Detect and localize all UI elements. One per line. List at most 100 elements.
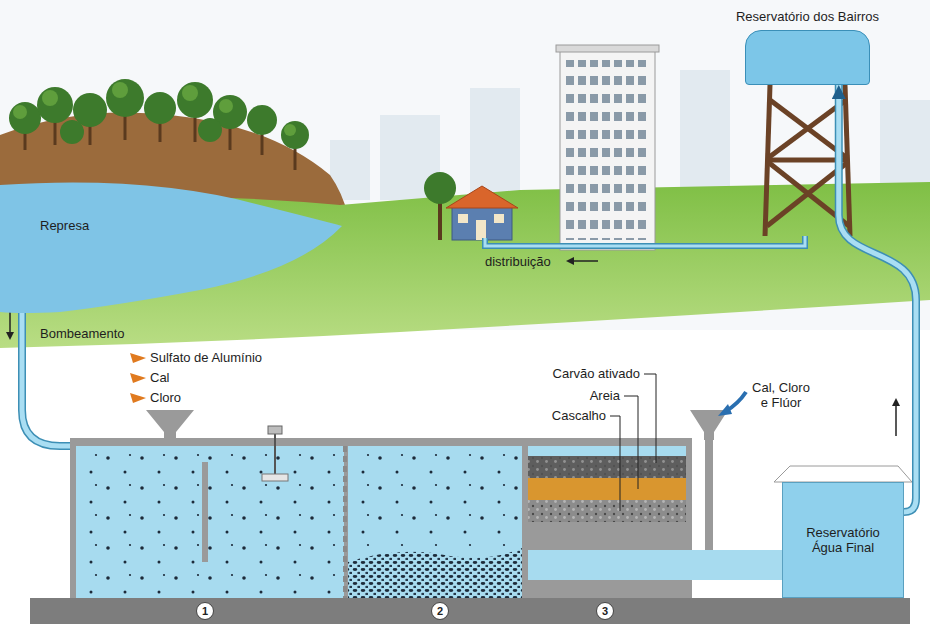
reservoir-roof (774, 466, 912, 482)
trees (9, 79, 309, 170)
treatment-plant (274, 430, 276, 476)
treatment-plant (76, 446, 344, 598)
treatment-plant (343, 446, 347, 598)
trees (9, 79, 309, 149)
building (566, 60, 650, 240)
lake-shape (0, 170, 345, 320)
treatment-plant (528, 456, 686, 478)
treatment-plant (202, 462, 208, 562)
lake: Represa (0, 170, 345, 320)
trees (60, 120, 84, 144)
floor-slab (432, 603, 449, 620)
intake-pipe (22, 298, 78, 446)
city-silhouette (470, 88, 520, 198)
treatment-plant (705, 438, 713, 550)
water-tower-tank: Reservatório dos Bairros (745, 30, 870, 85)
distribution-arrow (572, 260, 598, 262)
floor-slab (197, 603, 214, 620)
water-pipe (839, 85, 916, 512)
treatment-plant (528, 478, 686, 500)
trees (9, 102, 41, 134)
house (424, 172, 456, 204)
chemical-ticks (130, 353, 146, 363)
trees (37, 87, 73, 123)
treatment-plant (348, 446, 522, 546)
uphill-arrow (892, 398, 900, 406)
trees (144, 92, 176, 124)
house (452, 205, 512, 240)
trees (177, 82, 213, 118)
distribution-pipe (485, 236, 805, 246)
house (494, 214, 504, 223)
lake-label: Represa (40, 218, 89, 233)
treatment-plant (348, 548, 522, 598)
building (560, 50, 655, 250)
treatment-plant (528, 456, 686, 478)
diagram-label: Cal, Cloro e Flúor (748, 380, 814, 410)
diagram-label: Bombeamento (40, 326, 125, 341)
dosing-arrow (718, 392, 746, 416)
trees (13, 105, 27, 119)
diagram-label: Carvão ativado (553, 366, 640, 381)
treatment-plant (76, 446, 344, 598)
tower-label: Reservatório dos Bairros (736, 9, 879, 24)
reservoir-roof (774, 466, 912, 482)
treatment-plant (348, 446, 522, 598)
chemical-ticks (130, 393, 146, 403)
treatment-plant (528, 500, 686, 522)
diagram-label: Cloro (150, 390, 181, 405)
treatment-plant (262, 474, 288, 481)
floor-slab (597, 603, 614, 620)
building (556, 45, 659, 52)
trees (219, 99, 233, 113)
floor-slab (30, 598, 910, 624)
trees (112, 82, 128, 98)
trees (13, 82, 296, 136)
intake-pipe (22, 298, 78, 446)
dosing-arrow (718, 404, 732, 416)
house (446, 186, 518, 208)
treatment-plant (70, 410, 784, 598)
building (556, 45, 659, 250)
treatment-plant (268, 426, 282, 434)
trees (284, 124, 296, 136)
distribution-pipe (485, 236, 805, 246)
treatment-plant (146, 410, 194, 438)
house (476, 220, 486, 240)
tower-legs (768, 100, 846, 158)
trees (281, 121, 309, 149)
water-pipe (839, 85, 916, 512)
leader-lines (610, 416, 620, 511)
leader-lines (624, 396, 638, 489)
chemical-ticks (130, 373, 146, 383)
treatment-plant (528, 500, 686, 522)
floor-slab (30, 598, 910, 624)
diagram-label: Sulfato de Alumínio (150, 350, 262, 365)
uphill-arrow (892, 398, 900, 436)
house (424, 172, 518, 240)
house (438, 200, 442, 240)
distribution-pipe (485, 236, 805, 246)
trees (106, 79, 144, 117)
city-silhouette (880, 100, 930, 190)
house (458, 214, 468, 223)
leader-lines (644, 374, 656, 463)
callout-number: 1 (197, 603, 213, 619)
reservoir-tank: Reservatório Água Final (782, 482, 904, 598)
diagram-label: Cal (150, 370, 170, 385)
treatment-plant (528, 550, 784, 580)
diagram-label: distribuição (485, 254, 551, 269)
lake-shape (0, 183, 342, 314)
chemical-ticks (130, 353, 146, 403)
trees (198, 118, 222, 142)
trees (182, 85, 198, 101)
uphill-arrow (895, 404, 897, 436)
flow-arrow (6, 332, 14, 340)
callout-number: 2 (432, 603, 448, 619)
callout-number: 3 (597, 603, 613, 619)
distribution-arrow (566, 257, 598, 265)
water-pipe (839, 85, 916, 512)
distribution-arrow (566, 257, 574, 265)
intake-pipe (22, 298, 78, 446)
